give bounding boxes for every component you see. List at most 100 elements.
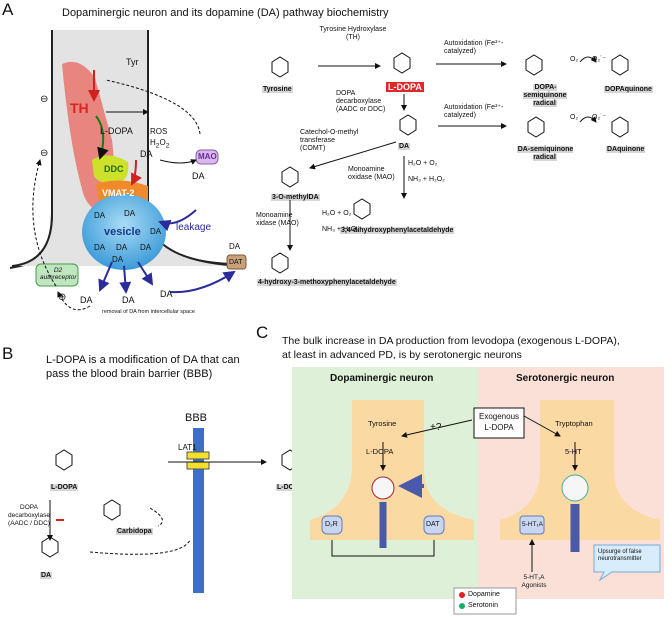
removal-label: removal of DA from intercellular space [102,309,195,315]
ldopa-pathway-label: L-DOPA [386,82,424,92]
ros-label: ROS [150,127,168,136]
minus-2: ⊖ [40,148,49,159]
legend-dopamine: Dopamine [468,591,500,598]
legend-serotonin: Serotonin [468,602,498,609]
dat-label: DAT [229,259,243,266]
vesicle-label: vesicle [104,226,141,238]
sero-neuron-shape [500,400,660,540]
d2r-label: D₂R [325,521,338,528]
plus-q: +? [430,422,442,433]
exogenous-box [473,407,525,439]
tyr-label: Tyr [126,57,139,67]
th-enzyme-label: Tyrosine Hydroxylase (TH) [319,26,387,41]
minus-1: ⊖ [40,94,49,105]
mao1-label: Monoamine oxidase (MAO) [348,166,395,181]
panel-b-title-2: pass the blood brain barrier (BBB) [46,368,213,380]
exogenous-label: Exogenous L-DOPA [478,412,520,432]
ddc-enzyme [92,155,129,184]
daquinone-label: DAquinone [606,146,646,153]
ht1a-label: 5-HT₁A [522,521,543,528]
lat1-transporter [186,451,210,460]
h2o-o2-2: H₂O + O₂ [322,210,352,217]
dat-c-label: DAT [426,521,440,528]
da-label-1: DA [140,149,153,159]
dopa-neuron-shape [310,400,474,540]
ldopa-c: L-DOPA [366,447,394,456]
panel-c-title-2: at least in advanced PD, is by serotoner… [282,349,522,361]
methylda-label: 3-O-methylDA [271,194,320,201]
d2-label: D2 autoreceptor [40,267,77,281]
da-out-1: DA [80,295,93,305]
ldopa-left: L-DOPA [50,484,79,491]
dat-receptor [423,515,445,535]
ht5-c: 5-HT [565,447,582,456]
o2rad-2: O₂˙⁻ [592,114,607,121]
tyrosine-c: Tyrosine [368,419,397,428]
ddc-b-label: DOPA decarboxylase (AADC / DDC) [8,504,50,527]
autox1-label: Autoxidation (Fe³⁺-catalyzed) [444,40,504,55]
bbb-bar [193,428,204,593]
tryptophan-c: Tryptophan [555,419,593,428]
da-b-label: DA [40,572,53,579]
o2rad-1: O₂˙⁻ [592,56,607,63]
da-semi-label: DA-semiquinone radical [516,146,574,161]
agonists-label: 5-HT₁A Agonists [521,574,547,589]
panel-b-title-1: L-DOPA is a modification of DA that can [46,354,240,366]
h2o-o2-1: H₂O + O₂ [408,160,438,167]
dopal-label: 3,4-dihydroxyphenylacetaldehyde [340,227,455,234]
panel-a-letter: A [2,0,14,19]
upsurge-label: Upsurge of false neurotransmitter [598,549,642,562]
d2-box [35,263,79,287]
ves-da-5: DA [116,243,128,252]
upsurge-callout [593,544,661,582]
ves-da-3: DA [150,227,162,236]
ht1a-receptor [519,515,545,535]
autox2-label: Autoxidation (Fe³⁺-catalyzed) [444,104,504,119]
bbb-label: BBB [185,412,208,424]
da-out-2: DA [122,295,135,305]
panel-c-letter: C [256,323,269,342]
dat-box [226,254,247,270]
dopaquinone-label: DOPAquinone [604,86,653,93]
dopa-neuron-title: Dopaminergic neuron [330,373,434,384]
o2-1: O₂ [570,56,579,63]
ldopa-neuron-label: L-DOPA [100,126,133,136]
d2r-receptor [321,515,343,535]
tyrosine-label: Tyrosine [262,86,293,93]
pathway-svg [271,52,629,274]
carbidopa-label: Carbidopa [116,528,153,535]
ves-da-1: DA [94,211,106,220]
panel-c-title-1: The bulk increase in DA production from … [282,335,620,347]
da-out-3: DA [160,289,173,299]
th-label: TH [70,100,89,116]
lat1-label: LAT1 [178,443,197,452]
leakage-label: leakage [176,222,212,233]
plus-1: ⊕ [58,292,67,303]
nh3-1: NH₃ + H₂O₂ [408,176,445,183]
dopa-vesicle [371,476,395,500]
da-dat: DA [229,242,241,251]
da-label-2: DA [192,171,205,181]
vesicle-body [82,194,166,270]
dopa-semi-label: DOPA-semiquinone radical [523,84,567,107]
panel-a-title: Dopaminergic neuron and its dopamine (DA… [62,7,389,19]
mao2-label: Monoamine xidase (MAO) [256,212,299,227]
sero-neuron-title: Serotonergic neuron [516,373,615,384]
panel-b-letter: B [2,344,14,363]
ves-da-2: DA [124,209,136,218]
ddc-pathway-label: DOPA decarboxylase (AADC or DDC) [336,90,386,113]
o2-2: O₂ [570,114,579,121]
legend-box [453,587,517,615]
hmpal-label: 4-hydroxy-3-methoxyphenylacetaldehyde [257,279,397,286]
comt-label: Catechol-O-methyl transferase (COMT) [300,129,359,152]
vmat2-label: VMAT-2 [102,188,135,198]
mao-label: MAO [198,152,217,161]
sero-vesicle [561,474,589,502]
ves-da-4: DA [94,243,106,252]
ves-da-6: DA [140,243,152,252]
ddc-label: DDC [104,164,124,174]
da-pathway-label: DA [398,143,411,150]
h2o2-label: H2O2 [150,138,170,150]
